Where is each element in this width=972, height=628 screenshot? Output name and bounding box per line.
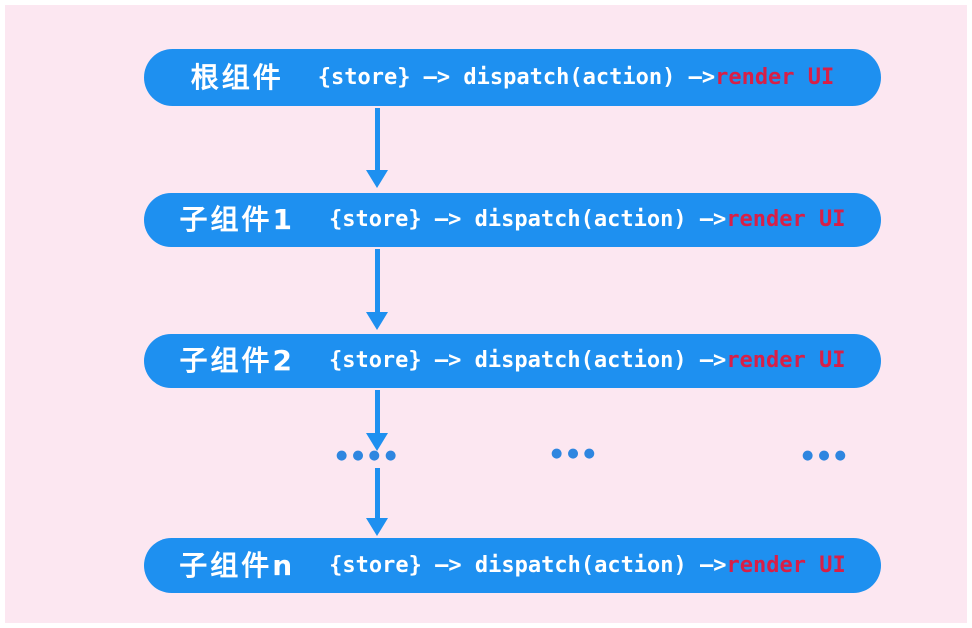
store-dispatch-text: {store} —> dispatch(action) —>	[329, 552, 727, 578]
child-component-n-node: 子组件n {store} —> dispatch(action) —>rende…	[144, 538, 881, 593]
node-flow-text: {store} —> dispatch(action) —>render UI	[329, 350, 846, 372]
flow-arrow-down	[366, 390, 388, 451]
render-ui-text: render UI	[726, 348, 846, 373]
node-label: 子组件2	[179, 344, 295, 377]
ellipsis-dots-icon: ●●●	[802, 448, 852, 463]
node-label: 子组件1	[179, 203, 295, 236]
arrow-shaft	[374, 468, 380, 518]
flow-arrow-down	[366, 468, 388, 536]
arrow-shaft	[374, 390, 380, 433]
flow-arrow-down	[366, 249, 388, 330]
arrow-head-icon	[366, 170, 388, 188]
store-dispatch-text: {store} —> dispatch(action) —>	[317, 64, 716, 90]
store-dispatch-text: {store} —> dispatch(action) —>	[328, 348, 727, 373]
flow-arrow-down	[366, 108, 388, 188]
child-component-1-node: 子组件1 {store} —> dispatch(action) —>rende…	[144, 193, 881, 247]
arrow-shaft	[374, 108, 380, 170]
node-flow-text: {store} —> dispatch(action) —>render UI	[329, 552, 846, 578]
arrow-head-icon	[366, 518, 388, 536]
root-component-node: 根组件 {store} —> dispatch(action) —>render…	[144, 49, 881, 106]
render-ui-text: render UI	[715, 64, 835, 90]
ellipsis-dots-icon: ●●●	[551, 446, 601, 461]
render-ui-text: render UI	[726, 552, 846, 578]
arrow-shaft	[374, 249, 380, 312]
store-dispatch-text: {store} —> dispatch(action) —>	[328, 207, 727, 232]
node-label: 子组件n	[179, 548, 296, 582]
node-label: 根组件	[190, 60, 284, 94]
ellipsis-dots-icon: ●●●●	[336, 448, 402, 463]
child-component-2-node: 子组件2 {store} —> dispatch(action) —>rende…	[144, 334, 881, 388]
node-flow-text: {store} —> dispatch(action) —>render UI	[317, 64, 835, 90]
node-flow-text: {store} —> dispatch(action) —>render UI	[329, 209, 846, 231]
arrow-head-icon	[366, 312, 388, 330]
render-ui-text: render UI	[726, 207, 846, 232]
arrow-head-icon	[366, 433, 388, 451]
